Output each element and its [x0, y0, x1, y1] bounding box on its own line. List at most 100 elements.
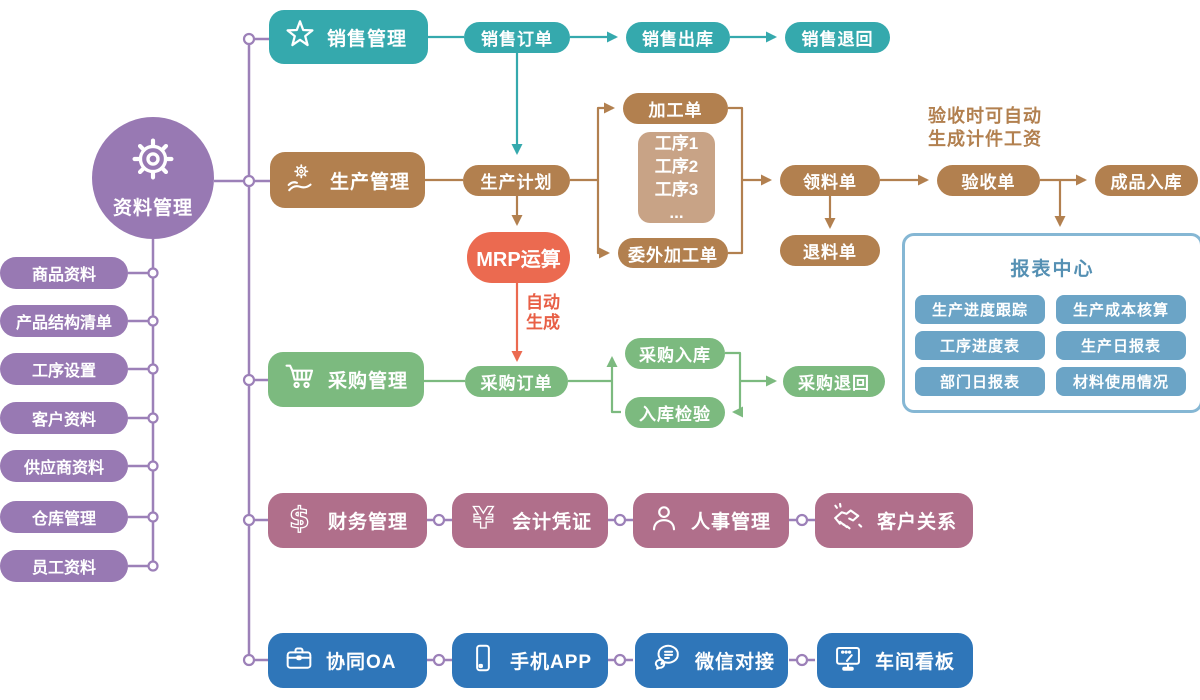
node-label: 部门日报表 [939, 374, 1020, 391]
node-master-data: 资料管理 [92, 117, 214, 239]
star-icon [284, 18, 316, 56]
report-item-progress-tracking: 生产进度跟踪 [915, 295, 1045, 324]
node-finished-inbound: 成品入库 [1095, 165, 1198, 196]
node-label: 生产进度跟踪 [931, 302, 1028, 319]
node-label: 生产管理 [330, 171, 411, 193]
node-label: 会计凭证 [512, 512, 593, 533]
node-mobile-app: 手机APP [452, 633, 608, 688]
node-label: 供应商资料 [23, 460, 104, 477]
node-workshop-kanban: 车间看板 [817, 633, 973, 688]
node-label: 成品入库 [1110, 173, 1183, 192]
node-work-order: 加工单 [623, 93, 728, 124]
node-hr-management: 人事管理 [633, 493, 789, 548]
node-production-management: 生产管理 [270, 152, 425, 208]
node-purchase-inbound: 采购入库 [625, 338, 725, 369]
node-item-data: 商品资料 [0, 257, 128, 289]
node-label: 销售订单 [481, 30, 553, 49]
node-label: 产品结构清单 [15, 315, 112, 332]
node-process-setup: 工序设置 [0, 353, 128, 385]
node-label: 入库检验 [639, 405, 711, 424]
node-accounting-voucher: ¥ 会计凭证 [452, 493, 608, 548]
node-purchase-return: 采购退回 [783, 366, 885, 397]
node-oa: 协同OA [268, 633, 427, 688]
node-customer-data: 客户资料 [0, 402, 128, 434]
node-label: 加工单 [648, 101, 703, 120]
report-item-material-usage: 材料使用情况 [1056, 367, 1186, 396]
node-purchase-order: 采购订单 [465, 366, 568, 397]
node-label: 生产日报表 [1080, 338, 1161, 355]
node-purchase-management: 采购管理 [268, 352, 424, 407]
node-customer-relations: 客户关系 [815, 493, 973, 548]
node-label: 退料单 [803, 243, 857, 262]
node-label: 客户关系 [877, 512, 958, 533]
node-wechat-integration: 微信对接 [635, 633, 788, 688]
node-process-steps: 工序1 工序2 工序3 ... [638, 132, 715, 223]
node-inbound-inspection: 入库检验 [625, 397, 725, 428]
node-label: 生产计划 [480, 173, 553, 192]
node-label: 验收单 [961, 173, 1016, 192]
node-label: 材料使用情况 [1072, 374, 1169, 391]
node-label: 客户资料 [31, 412, 96, 429]
node-sales-management: 销售管理 [269, 10, 428, 64]
node-label: 销售管理 [327, 28, 408, 50]
node-label: 微信对接 [695, 652, 776, 673]
node-label: 协同OA [326, 652, 397, 673]
smartphone-icon [467, 642, 499, 680]
node-sales-order: 销售订单 [464, 22, 570, 53]
gear-icon [130, 136, 176, 188]
node-finance-management: $ 财务管理 [268, 493, 427, 548]
svg-text:$: $ [289, 501, 311, 535]
briefcase-icon [283, 642, 315, 680]
node-acceptance-order: 验收单 [937, 165, 1040, 196]
wechat-icon [650, 641, 684, 681]
yen-icon: ¥ [467, 500, 501, 541]
node-warehouse-mgmt: 仓库管理 [0, 501, 128, 533]
svg-text:¥: ¥ [473, 501, 495, 535]
node-label: 采购退回 [798, 374, 870, 393]
node-supplier-data: 供应商资料 [0, 450, 128, 482]
node-material-return: 退料单 [780, 235, 880, 266]
node-bom: 产品结构清单 [0, 305, 128, 337]
report-item-daily-production: 生产日报表 [1056, 331, 1186, 360]
node-production-plan: 生产计划 [463, 165, 570, 196]
cart-icon [283, 360, 317, 400]
node-label: 财务管理 [328, 512, 409, 533]
node-label: 生产成本核算 [1072, 302, 1169, 319]
report-item-daily-department: 部门日报表 [915, 367, 1045, 396]
step-label: 工序1 [654, 133, 699, 153]
handshake-icon [830, 500, 866, 542]
monitor-icon [832, 642, 864, 680]
node-label: 工序设置 [31, 363, 96, 380]
node-label: 员工资料 [31, 560, 96, 577]
note-acceptance: 验收时可自动 生成计件工资 [928, 106, 1042, 149]
node-label: 人事管理 [691, 512, 772, 533]
node-label: 采购订单 [480, 374, 553, 393]
node-label: 商品资料 [31, 267, 96, 284]
node-label: 采购入库 [639, 346, 711, 365]
node-label: 销售退回 [801, 30, 874, 49]
node-label: 仓库管理 [31, 511, 96, 528]
node-outsourcing-order: 委外加工单 [618, 238, 728, 268]
node-label: 销售出库 [642, 30, 714, 49]
note-auto-generate: 自动 生成 [526, 293, 560, 332]
report-center: 报表中心 生产进度跟踪 生产成本核算 工序进度表 生产日报表 部门日报表 材料使… [902, 233, 1200, 413]
step-label: 工序2 [654, 156, 699, 176]
node-label: 资料管理 [112, 198, 193, 219]
node-label: MRP运算 [476, 249, 561, 271]
report-item-cost-accounting: 生产成本核算 [1056, 295, 1186, 324]
node-label: 委外加工单 [628, 245, 718, 265]
node-label: 采购管理 [328, 371, 409, 392]
node-mrp: MRP运算 [467, 232, 570, 283]
node-sales-outbound: 销售出库 [626, 22, 730, 53]
step-label: ... [669, 202, 684, 222]
node-label: 领料单 [803, 173, 857, 192]
step-label: 工序3 [654, 179, 699, 199]
node-picking-order: 领料单 [780, 165, 880, 196]
person-icon [648, 502, 680, 540]
node-sales-return: 销售退回 [785, 22, 890, 53]
report-center-title: 报表中心 [1010, 259, 1095, 280]
node-employee-data: 员工资料 [0, 550, 128, 582]
report-item-process-progress: 工序进度表 [915, 331, 1045, 360]
